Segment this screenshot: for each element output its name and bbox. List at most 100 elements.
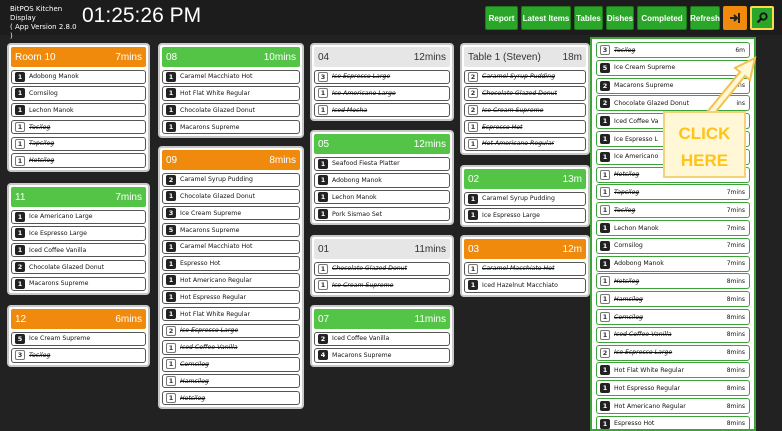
latest-items-button[interactable]: Latest Items xyxy=(521,6,571,30)
tables-button[interactable]: Tables xyxy=(574,6,603,30)
quantity-badge: 1 xyxy=(318,209,328,220)
elapsed-time: 12mins xyxy=(413,138,446,150)
settings-button[interactable] xyxy=(750,6,774,30)
quantity-badge: 1 xyxy=(15,88,25,99)
refresh-button[interactable]: Refresh xyxy=(690,6,720,30)
item-name: Chocolate Glazed Donut xyxy=(614,99,689,107)
completed-button[interactable]: Completed xyxy=(637,6,687,30)
elapsed-time: 10mins xyxy=(263,51,296,63)
item-name: Ice Espresso Large xyxy=(29,229,87,237)
item-name: Adobong Manok xyxy=(332,176,382,184)
item-name: Adobong Manok xyxy=(29,73,79,81)
quantity-badge: 5 xyxy=(15,333,25,344)
logout-button[interactable] xyxy=(723,6,747,30)
dishes-button[interactable]: Dishes xyxy=(606,6,634,30)
quantity-badge: 1 xyxy=(166,359,176,370)
report-button[interactable]: Report xyxy=(485,6,518,30)
